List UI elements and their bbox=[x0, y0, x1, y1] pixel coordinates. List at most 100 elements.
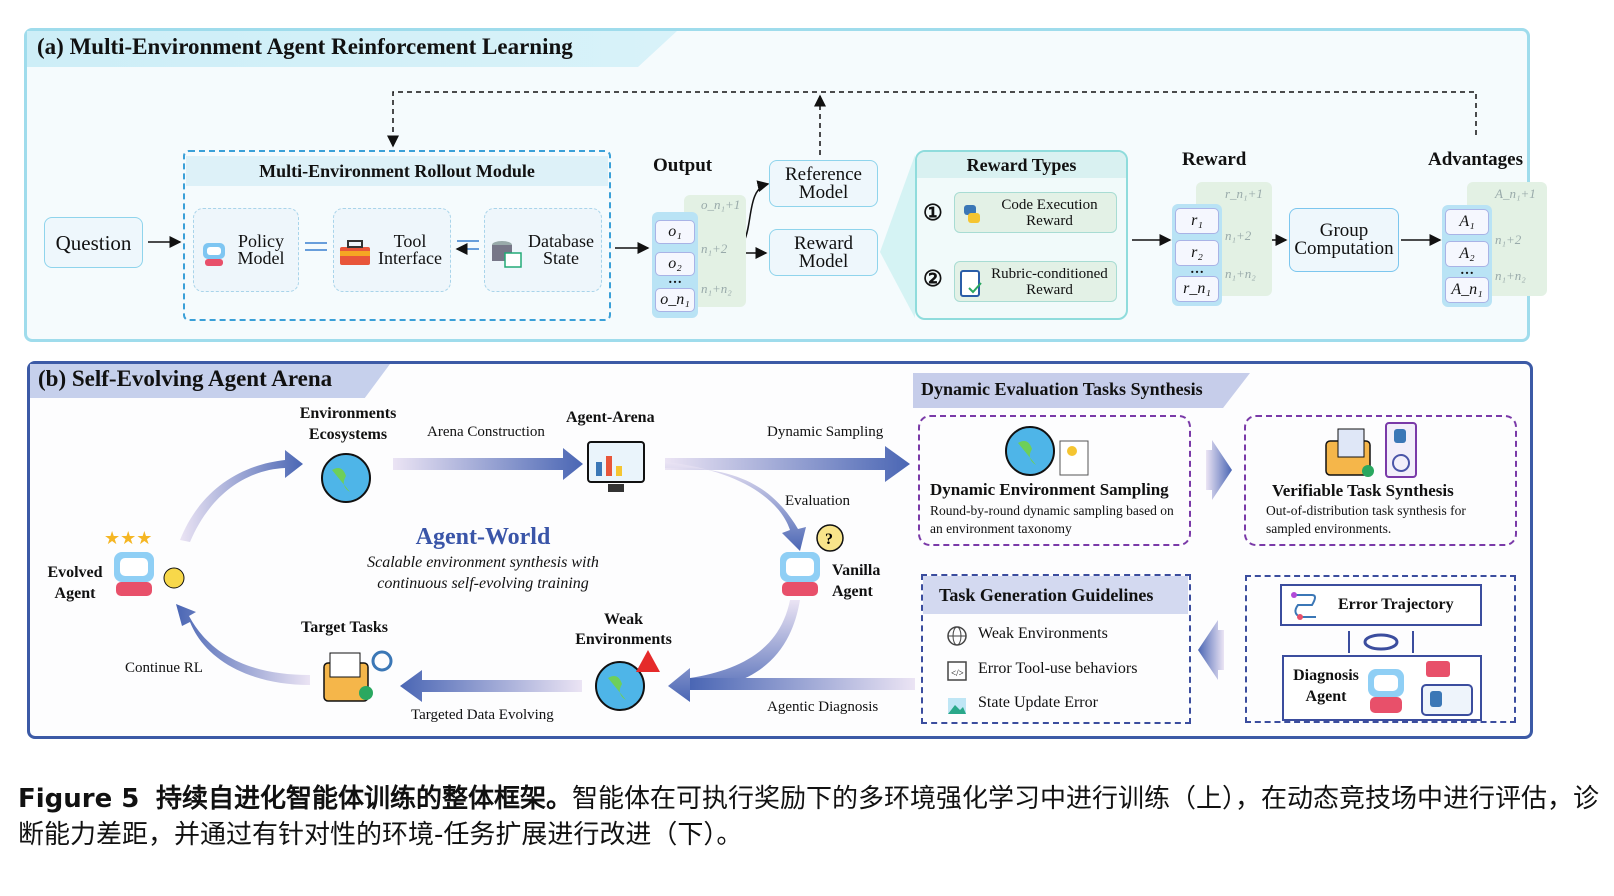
toolbox-icon bbox=[340, 240, 370, 265]
reward-ghost-3: n₁+n₂ bbox=[1225, 266, 1256, 281]
panel-a-title: (a) Multi-Environment Agent Reinforcemen… bbox=[27, 31, 677, 67]
agent-world-title: Agent-World bbox=[415, 524, 551, 550]
des-description: Round-by-round dynamic sampling based on… bbox=[930, 503, 1174, 536]
figure-caption: Figure 5 持续自进化智能体训练的整体框架。智能体在可执行奖励下的多环境强… bbox=[18, 781, 1608, 853]
continue-rl-label: Continue RL bbox=[125, 660, 203, 676]
rollout-module-title: Multi-Environment Rollout Module bbox=[186, 156, 608, 186]
target-tasks-folder-icon bbox=[323, 650, 393, 702]
reward-item: r₂ bbox=[1175, 240, 1219, 266]
dynamic-sampling-label: Dynamic Sampling bbox=[767, 424, 884, 440]
tool-interface-label: Tool Interface bbox=[378, 231, 442, 268]
dynamic-sampling-arrow bbox=[665, 446, 910, 482]
advantage-item: A_n₁ bbox=[1445, 277, 1489, 303]
advantage-dots: … bbox=[1460, 263, 1474, 278]
task-generation-guidelines-box: Task Generation Guidelines Weak Environm… bbox=[921, 574, 1191, 724]
targeted-data-evolving-label: Targeted Data Evolving bbox=[411, 707, 554, 723]
guideline-item: Weak Environments bbox=[978, 625, 1108, 642]
verifiable-task-synthesis-box: Verifiable Task Synthesis Out-of-distrib… bbox=[1244, 415, 1517, 546]
arena-construction-label: Arena Construction bbox=[427, 424, 545, 440]
reward-model-box: Reward Model bbox=[769, 229, 878, 276]
des-title: Dynamic Environment Sampling bbox=[930, 480, 1169, 499]
vanilla-agent-label: Vanilla Agent bbox=[832, 562, 881, 600]
environments-ecosystems-label: Environments Ecosystems bbox=[299, 405, 397, 443]
panel-a-arrows bbox=[148, 91, 1477, 318]
diagnosis-curve-arrow bbox=[668, 600, 800, 702]
guidelines-flow-arrow bbox=[1198, 620, 1224, 680]
tool-interface-box: Tool Interface bbox=[333, 208, 451, 292]
advantage-ghost-2: n₁+2 bbox=[1495, 232, 1522, 247]
diagnosis-loop-box: Error Trajectory Diagnosis Agent bbox=[1245, 575, 1516, 723]
arena-construction-arrow bbox=[393, 448, 583, 480]
reward-ghost-1: r_n₁+1 bbox=[1225, 186, 1263, 201]
target-tasks-label: Target Tasks bbox=[301, 619, 388, 636]
reward-stack: r₁ r₂ … r_n₁ bbox=[1172, 204, 1222, 306]
guideline-item: Error Tool-use behaviors bbox=[978, 660, 1138, 677]
reward-item: r_n₁ bbox=[1175, 276, 1219, 302]
svg-text:★★★: ★★★ bbox=[104, 528, 152, 548]
advantage-item: A₁ bbox=[1445, 209, 1489, 235]
evolve-arrow bbox=[180, 450, 303, 542]
vanilla-agent-robot-icon: ? bbox=[780, 524, 844, 596]
code-window-icon: </> bbox=[947, 661, 967, 681]
diagnosis-robot-icon bbox=[1368, 661, 1473, 716]
image-icon bbox=[948, 698, 966, 714]
synthesis-flow-arrow bbox=[1206, 440, 1232, 500]
output-ghost-1: o_n₁+1 bbox=[701, 197, 741, 212]
weak-environment-globe-icon bbox=[595, 650, 660, 711]
vts-description: Out-of-distribution task synthesis for s… bbox=[1266, 503, 1466, 536]
question-box: Question bbox=[44, 217, 143, 268]
evaluation-arrow bbox=[665, 462, 806, 551]
diagnosis-agent-box: Diagnosis Agent bbox=[1282, 655, 1482, 721]
continue-rl-arrow bbox=[176, 604, 310, 685]
reward-dots: … bbox=[1190, 262, 1204, 277]
evolved-agent-robot-icon: ★★★ bbox=[104, 528, 185, 596]
diagnosis-agent-label: Diagnosis Agent bbox=[1293, 667, 1359, 705]
output-item: o_n₁ bbox=[655, 288, 695, 312]
rollout-module bbox=[183, 150, 611, 321]
globe-icon bbox=[947, 626, 967, 646]
policy-model-box: Policy Model bbox=[193, 208, 299, 292]
reward-ghost-2: n₁+2 bbox=[1225, 228, 1252, 243]
group-computation-box: Group Computation bbox=[1289, 208, 1399, 272]
reward-types-title: Reward Types bbox=[917, 152, 1126, 178]
reward-type-number: ① bbox=[923, 200, 943, 225]
rubric-conditioned-reward: Rubric-conditioned Reward bbox=[954, 261, 1117, 302]
evaluation-label: Evaluation bbox=[785, 493, 850, 509]
feedback-dashed-arrow bbox=[387, 91, 1477, 148]
output-dots: … bbox=[668, 272, 682, 287]
caption-label: Figure 5 bbox=[18, 784, 140, 814]
error-trajectory-box: Error Trajectory bbox=[1280, 584, 1482, 626]
svg-text:?: ? bbox=[825, 531, 833, 548]
output-ghost-2: n₁+2 bbox=[701, 241, 728, 256]
database-state-box: Database State bbox=[484, 208, 602, 292]
policy-model-label: Policy Model bbox=[237, 231, 285, 268]
caption-text: 智能体在可执行奖励下的多环境强化学习中进行训练（上），在动态竞技场中进行评估，诊… bbox=[18, 784, 1599, 850]
targeted-data-arrow bbox=[400, 670, 582, 702]
synthesis-banner: Dynamic Evaluation Tasks Synthesis bbox=[913, 373, 1250, 408]
advantages-stack: A₁ A₂ … A_n₁ bbox=[1442, 205, 1492, 307]
guideline-item: State Update Error bbox=[978, 694, 1098, 711]
globe-checklist-icon bbox=[1005, 426, 1089, 476]
advantage-item: A₂ bbox=[1445, 241, 1489, 267]
svg-text:</>: </> bbox=[951, 668, 964, 678]
reference-model-box: Reference Model bbox=[769, 160, 878, 207]
rubric-clipboard-icon bbox=[960, 270, 982, 297]
robot-icon bbox=[203, 243, 225, 266]
folder-python-icon bbox=[1325, 422, 1417, 478]
trajectory-path-icon bbox=[1291, 592, 1316, 620]
dashboard-monitor-icon bbox=[587, 441, 645, 492]
output-item: o₁ bbox=[655, 220, 695, 244]
weak-environments-label: Weak Environments bbox=[575, 611, 672, 648]
rubric-reward-label: Rubric-conditioned Reward bbox=[991, 265, 1108, 298]
advantages-label: Advantages bbox=[1428, 149, 1524, 170]
cycle-arrows-icon bbox=[1348, 631, 1414, 653]
output-item: o₂ bbox=[655, 252, 695, 276]
evolved-agent-label: Evolved Agent bbox=[47, 564, 103, 602]
database-state-label: Database State bbox=[528, 231, 594, 268]
panel-b-arrows bbox=[176, 440, 1232, 702]
dynamic-environment-sampling-box: Dynamic Environment Sampling Round-by-ro… bbox=[918, 415, 1191, 546]
vts-title: Verifiable Task Synthesis bbox=[1272, 481, 1454, 500]
agentic-diagnosis-arrow bbox=[690, 678, 915, 690]
agentic-diagnosis-label: Agentic Diagnosis bbox=[767, 699, 879, 715]
python-icon bbox=[964, 205, 980, 223]
